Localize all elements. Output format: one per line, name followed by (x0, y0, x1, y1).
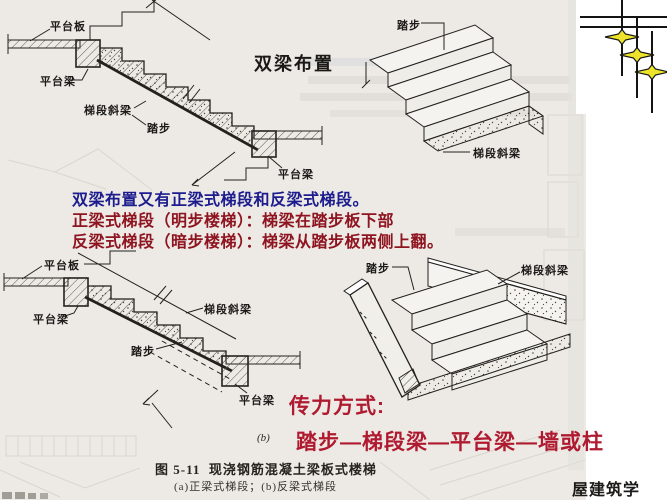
transfer-path: 踏步—梯段梁—平台梁—墙或柱 (296, 431, 604, 454)
figure-caption-sub: (a)正梁式梯段；(b)反梁式梯段 (174, 481, 338, 493)
figure-b-iso-drawing (343, 257, 571, 401)
body-line-1: 双梁布置又有正梁式梯段和反梁式梯段。 (72, 192, 370, 209)
label-flight-beam-b: 梯段斜梁 (204, 304, 252, 316)
label-platform-beam-bottom-b: 平台梁 (239, 395, 275, 407)
figure-a-section-drawing (7, 0, 323, 187)
diagram-title: 双梁布置 (254, 54, 334, 74)
body-line-3: 反梁式梯段（暗步楼梯）：梯梁从踏步板两侧上翻。 (72, 234, 444, 251)
label-platform-beam-top-a: 平台梁 (40, 76, 76, 88)
label-platform-slab-a: 平台板 (50, 21, 86, 33)
star-icon (634, 63, 667, 81)
figure-caption: 图 5-11 现浇钢筋混凝土梁板式楼梯 (155, 459, 377, 478)
label-platform-beam-bottom-a: 平台梁 (278, 169, 314, 181)
figure-number: 图 5-11 (155, 462, 201, 477)
label-flight-beam-a: 梯段斜梁 (84, 105, 132, 117)
body-line-2: 正梁式梯段（明步楼梯）：梯梁在踏步板下部 (72, 213, 395, 230)
figure-b-marker: (b) (257, 432, 270, 444)
label-platform-beam-top-b: 平台梁 (33, 314, 69, 326)
transfer-heading: 传力方式: (289, 395, 385, 418)
label-step-a-iso: 踏步 (397, 20, 421, 32)
label-step-b: 踏步 (131, 346, 155, 358)
label-step-b-iso: 踏步 (366, 263, 390, 275)
label-platform-slab-b: 平台板 (44, 260, 80, 272)
label-flight-beam-b-iso: 梯段斜梁 (521, 265, 569, 277)
figure-caption-title: 现浇钢筋混凝土梁板式楼梯 (208, 462, 377, 477)
figure-a-iso-drawing (361, 22, 545, 153)
label-step-a: 踏步 (147, 123, 171, 135)
logo-stars (604, 28, 667, 81)
logo (576, 0, 667, 114)
star-icon (619, 46, 655, 64)
course-name: 屋建筑学 (572, 482, 641, 499)
figure-b-section-drawing (3, 250, 301, 429)
label-flight-beam-a-iso: 梯段斜梁 (473, 148, 521, 160)
star-icon (604, 28, 640, 46)
